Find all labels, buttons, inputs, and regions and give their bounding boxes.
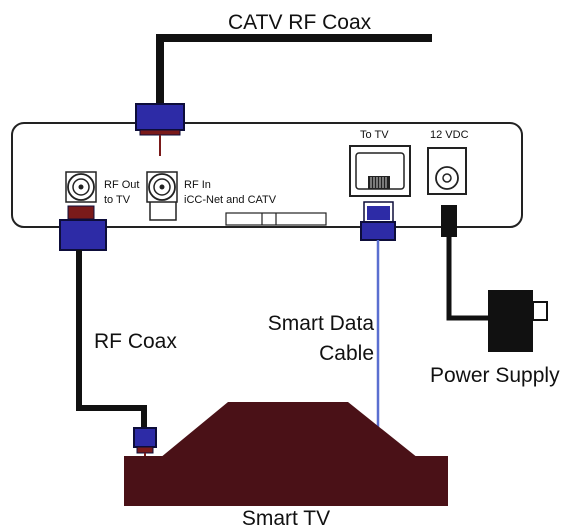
- smart-tv: [124, 402, 448, 506]
- to-tv-jack: [349, 145, 411, 197]
- smart-data-label-line2: Cable: [319, 342, 374, 365]
- rf-coax-label: RF Coax: [94, 330, 177, 353]
- vdc-12-label: 12 VDC: [430, 129, 469, 141]
- catv-connector-ferrule: [139, 129, 181, 136]
- power-jack: [427, 147, 467, 195]
- rf-coax-cable: [76, 250, 147, 430]
- power-plug: [441, 205, 457, 237]
- rf-out-label: RF Out: [104, 179, 140, 191]
- catv-rf-coax-label: CATV RF Coax: [228, 11, 372, 34]
- power-supply-unit: [488, 290, 548, 352]
- rf-out-jack: [65, 171, 97, 203]
- rf-out-label-line2: to TV: [104, 194, 131, 206]
- catv-coax-cable: [156, 34, 432, 112]
- power-supply-label: Power Supply: [430, 364, 560, 387]
- data-plug: [360, 201, 396, 241]
- rf-out-plug: [59, 205, 107, 251]
- catv-connector: [135, 103, 185, 131]
- power-cable: [446, 237, 492, 321]
- smart-tv-label: Smart TV: [241, 507, 331, 530]
- to-tv-label: To TV: [360, 129, 389, 141]
- rf-in-label: RF In: [184, 179, 211, 191]
- rf-in-jack: [146, 171, 178, 221]
- rf-in-label-line2: iCC-Net and CATV: [184, 194, 277, 206]
- smart-data-label: Smart Data: [267, 312, 374, 335]
